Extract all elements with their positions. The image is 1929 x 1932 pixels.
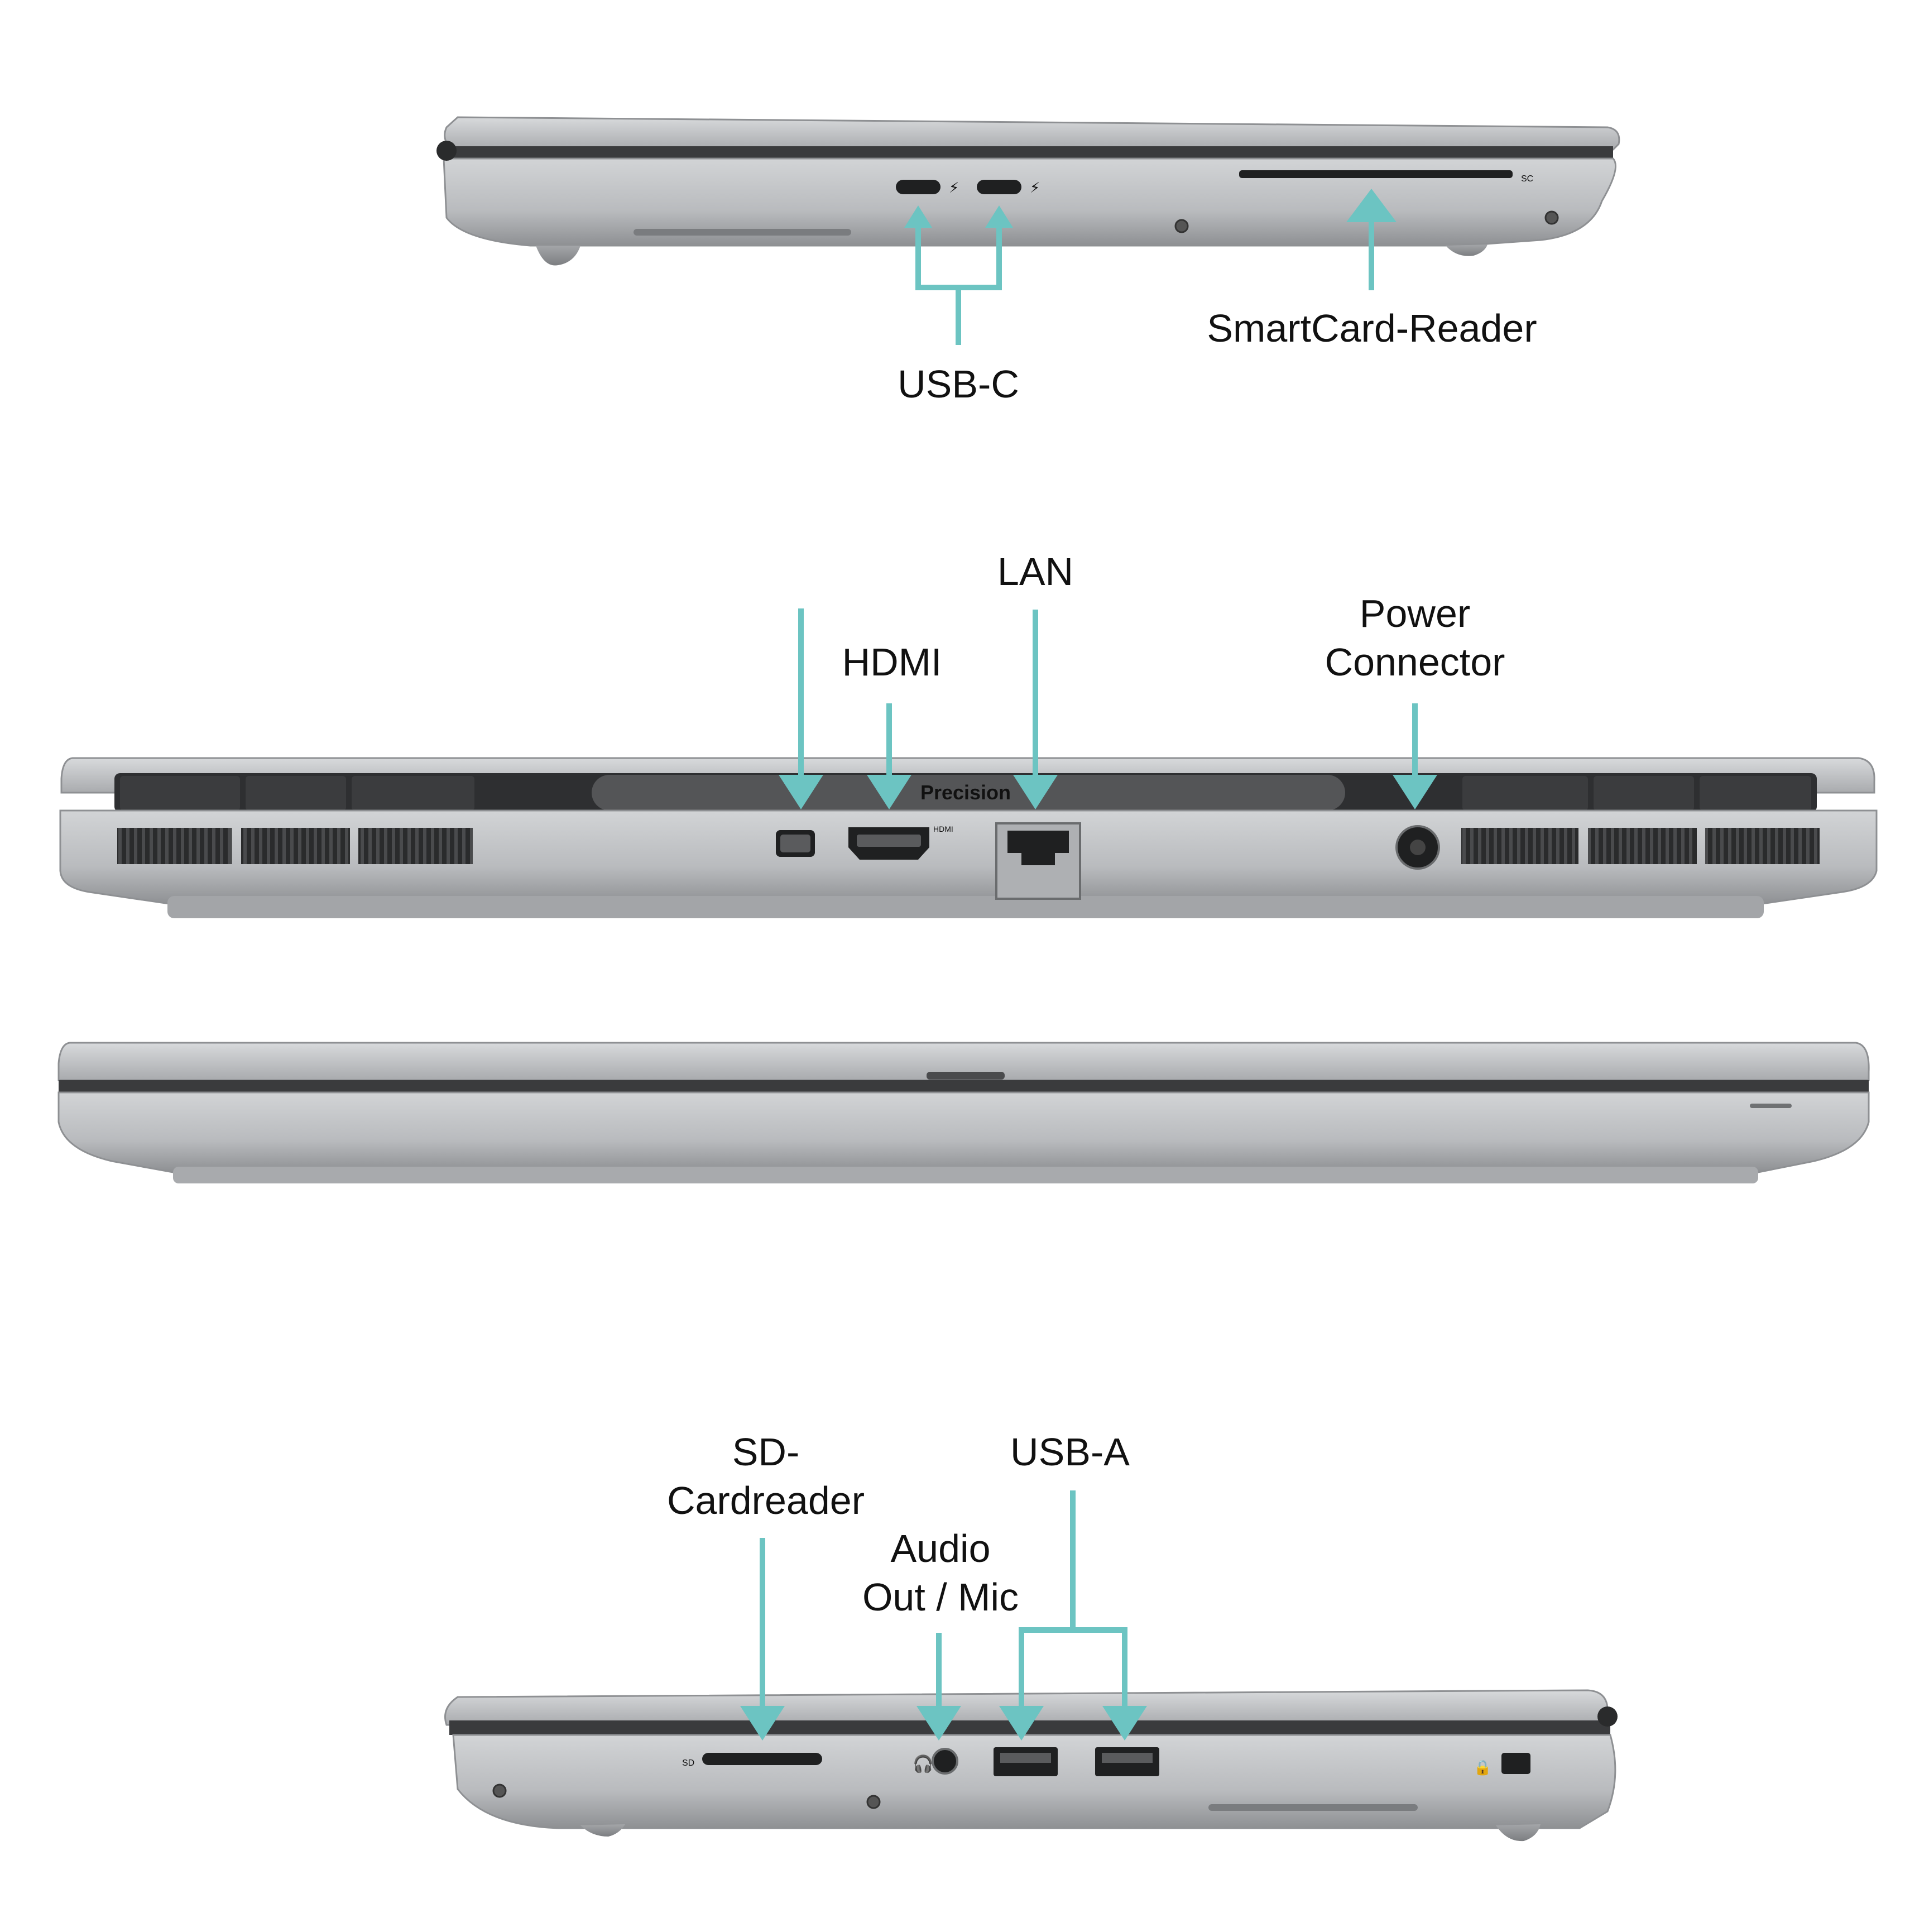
smartcard-slot: [1239, 170, 1513, 178]
hinge-knob: [1597, 1706, 1618, 1727]
screw: [492, 1784, 507, 1798]
sd-arrowhead: [740, 1706, 785, 1741]
screw: [1174, 219, 1189, 233]
chassis-base: [443, 157, 1616, 247]
status-led: [1750, 1104, 1792, 1108]
screw: [1544, 210, 1559, 225]
smartcard-arrowhead: [1346, 189, 1397, 222]
minidp-arrowhead: [779, 775, 823, 809]
rubber-foot: [1446, 245, 1487, 256]
screw: [866, 1795, 881, 1809]
lid-top-edge: [57, 1042, 1870, 1081]
smartcard-port-mark: SC: [1521, 174, 1533, 184]
thunderbolt-icon: ⚡: [1030, 179, 1040, 196]
power-jack-pin: [1410, 840, 1426, 855]
right-side-view: ⚡ ⚡ SC USB-C SmartCard-Reader: [436, 116, 1620, 406]
usb-a-arrowhead: [1102, 1706, 1147, 1741]
usb-c-port-icon: [977, 180, 1021, 194]
hdmi-label: HDMI: [842, 640, 942, 684]
usb-c-arrowhead: [985, 205, 1013, 228]
bezel-strip: [59, 1080, 1869, 1092]
chassis-bottom-lip: [167, 896, 1764, 918]
lid-notch: [927, 1072, 1005, 1080]
audio-label-line1: Audio: [890, 1527, 990, 1570]
lock-icon: 🔒: [1474, 1759, 1491, 1776]
usb-c-arrowhead: [904, 205, 932, 228]
lan-arrowhead: [1013, 775, 1058, 809]
hdmi-port-inner: [857, 835, 921, 847]
usb-a-port-tongue: [1102, 1753, 1153, 1763]
usb-c-port-icon: [896, 180, 940, 194]
thunderbolt-icon: ⚡: [949, 179, 959, 196]
rubber-foot: [536, 246, 580, 266]
usb-a-port-tongue: [1000, 1753, 1051, 1763]
chassis-base: [57, 1091, 1870, 1173]
vent-grille-left: [117, 828, 473, 864]
smartcard-reader-label: SmartCard-Reader: [1207, 306, 1537, 350]
audio-jack: [932, 1748, 958, 1775]
mini-displayport-inner: [780, 835, 810, 852]
sd-port-mark: SD: [682, 1758, 694, 1768]
front-view: [57, 1042, 1870, 1183]
lock-slot-icon: [1501, 1753, 1530, 1774]
sd-card-slot: [702, 1753, 822, 1765]
rubber-foot: [1496, 1824, 1541, 1842]
power-label-line1: Power: [1360, 592, 1470, 635]
usb-c-label: USB-C: [898, 362, 1019, 406]
vent-slot: [634, 229, 851, 236]
bezel-strip: [447, 146, 1613, 159]
rear-view: Precision HDMI HDM: [59, 550, 1878, 918]
rubber-foot: [580, 1824, 625, 1837]
lan-label: LAN: [997, 550, 1073, 593]
usb-a-callout-lines: [1019, 1490, 1127, 1708]
vent-slot: [1208, 1804, 1418, 1811]
usb-c-callout-lines: [915, 220, 1002, 345]
headset-icon: 🎧: [913, 1754, 933, 1773]
vent-grille-right: [1461, 828, 1820, 864]
usb-a-label: USB-A: [1010, 1430, 1130, 1474]
audio-label-line2: Out / Mic: [862, 1575, 1019, 1619]
audio-arrowhead: [916, 1706, 961, 1741]
hinge-knob: [436, 141, 457, 161]
hinge-segments: [120, 776, 1811, 811]
hdmi-port-mark: HDMI: [933, 824, 953, 833]
brand-plate: [592, 775, 1345, 811]
sd-cardreader-label-line1: SD-: [732, 1430, 800, 1474]
ethernet-jack: [1007, 831, 1069, 865]
chassis-bottom-lip: [173, 1167, 1758, 1183]
power-arrowhead: [1393, 775, 1437, 809]
brand-text: Precision: [920, 781, 1011, 804]
sd-cardreader-label-line2: Cardreader: [667, 1479, 865, 1522]
left-side-view: SD 🎧 🔒 SD- Cardreader Audio Out / Mic: [444, 1430, 1618, 1842]
power-label-line2: Connector: [1325, 640, 1505, 684]
hdmi-arrowhead: [867, 775, 911, 809]
usb-a-arrowhead: [999, 1706, 1044, 1741]
lid-top-edge: [444, 116, 1620, 151]
